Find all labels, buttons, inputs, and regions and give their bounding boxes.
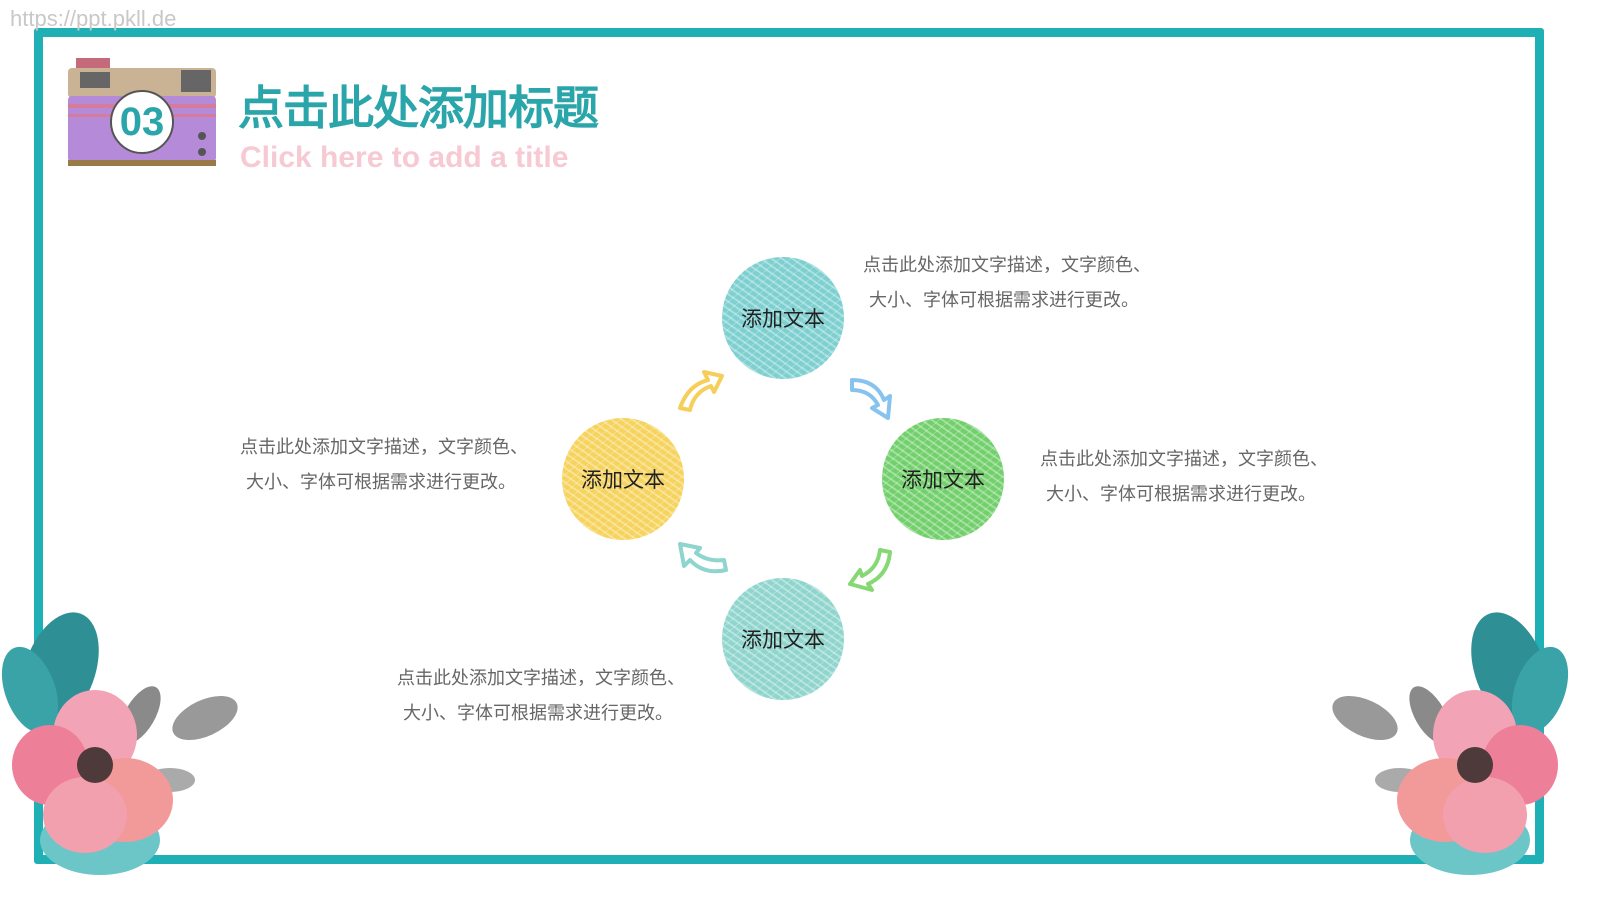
page-title[interactable]: 点击此处添加标题 xyxy=(238,81,599,135)
curved-arrow-icon xyxy=(678,370,724,412)
description-line: 大小、字体可根据需求进行更改。 xyxy=(869,290,1139,311)
slide-frame xyxy=(34,28,1544,864)
page-subtitle[interactable]: Click here to add a title xyxy=(240,141,569,174)
description-line: 点击此处添加文字描述，文字颜色、 xyxy=(863,255,1151,276)
node-bottom[interactable]: 添加文本 xyxy=(722,578,844,700)
flower-decoration-left xyxy=(1,612,238,875)
flower-decoration-right xyxy=(1332,612,1569,875)
curved-arrow-icon xyxy=(848,548,892,592)
watermark: https://ppt.pkll.de xyxy=(10,6,177,31)
description-line: 点击此处添加文字描述，文字颜色、 xyxy=(1040,449,1328,470)
description-right[interactable]: 点击此处添加文字描述，文字颜色、 大小、字体可根据需求进行更改。 xyxy=(1040,442,1328,512)
curved-arrow-icon xyxy=(850,378,892,420)
curved-arrow-icon xyxy=(678,542,728,574)
description-line: 点击此处添加文字描述，文字颜色、 xyxy=(397,668,685,689)
description-top[interactable]: 点击此处添加文字描述，文字颜色、 大小、字体可根据需求进行更改。 xyxy=(863,248,1151,318)
node-top[interactable]: 添加文本 xyxy=(722,257,844,379)
description-bottom[interactable]: 点击此处添加文字描述，文字颜色、 大小、字体可根据需求进行更改。 xyxy=(397,661,685,731)
section-number: 03 xyxy=(110,90,174,154)
description-line: 大小、字体可根据需求进行更改。 xyxy=(403,703,673,724)
node-left[interactable]: 添加文本 xyxy=(562,418,684,540)
description-line: 点击此处添加文字描述，文字颜色、 xyxy=(240,437,528,458)
node-right[interactable]: 添加文本 xyxy=(882,418,1004,540)
description-left[interactable]: 点击此处添加文字描述，文字颜色、 大小、字体可根据需求进行更改。 xyxy=(240,430,528,500)
description-line: 大小、字体可根据需求进行更改。 xyxy=(246,472,516,493)
description-line: 大小、字体可根据需求进行更改。 xyxy=(1046,484,1316,505)
